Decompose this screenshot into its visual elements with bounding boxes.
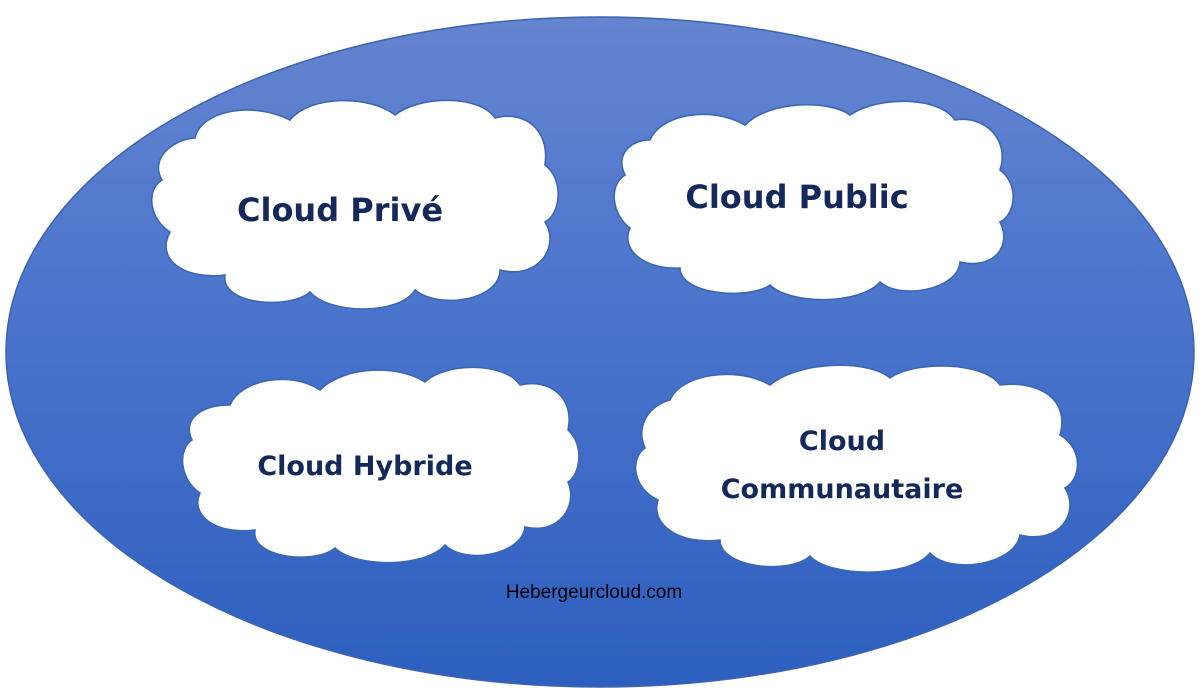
cloud-hybride-label: Cloud Hybride (257, 451, 472, 482)
cloud-communautaire: Cloud Communautaire (634, 364, 1079, 573)
cloud-public: Cloud Public (613, 100, 1014, 301)
cloud-communautaire-label-line2: Communautaire (721, 474, 964, 505)
cloud-prive: Cloud Privé (150, 99, 559, 310)
cloud-communautaire-label-line1: Cloud (799, 426, 885, 457)
cloud-prive-label: Cloud Privé (237, 191, 443, 229)
cloud-hybride-shape (181, 366, 580, 564)
cloud-hybride: Cloud Hybride (181, 366, 580, 564)
cloud-public-label: Cloud Public (685, 178, 908, 216)
cloud-prive-shape (150, 99, 559, 310)
cloud-public-shape (613, 100, 1014, 301)
cloud-communautaire-shape (634, 364, 1079, 573)
watermark-credit: Hebergeurcloud.com (506, 582, 682, 603)
